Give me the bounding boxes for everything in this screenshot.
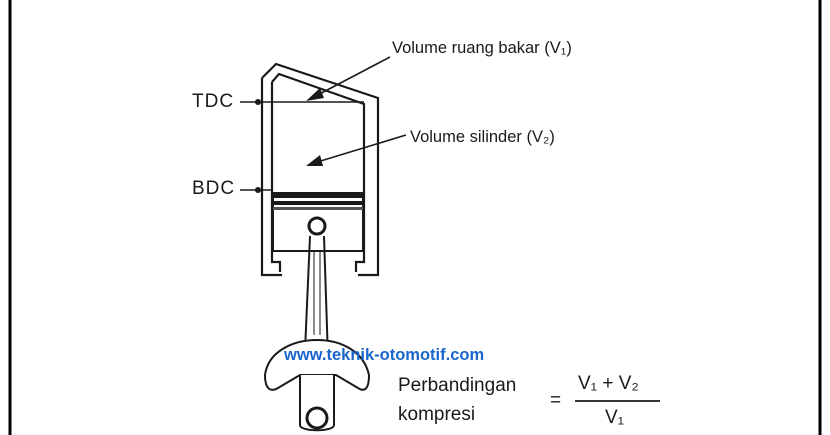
tdc-label: TDC [192,91,235,112]
formula-denominator: V₁ [605,407,625,428]
piston [272,192,364,252]
watermark-url: www.teknik-otomotif.com [284,346,485,364]
formula-equals: = [550,390,562,411]
bdc-label: BDC [192,178,236,199]
piston-pin [307,216,327,236]
v2-arrow [306,134,407,166]
combustion-volume-label: Volume ruang bakar (V₁) [392,39,572,57]
crank [263,338,371,432]
v1-arrow [306,56,391,101]
formula-numerator: V₁ + V₂ [578,373,639,394]
bdc-line [240,187,272,193]
cylinder-volume-label: Volume silinder (V₂) [410,128,555,146]
cylinder [260,62,380,277]
formula-label-line1: Perbandingan [398,375,517,396]
tdc-line [240,99,364,105]
formula-label-line2: kompresi [398,404,476,425]
